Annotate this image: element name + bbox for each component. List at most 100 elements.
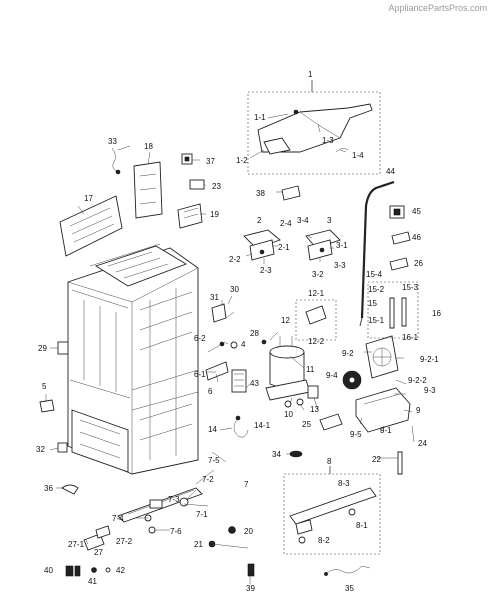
callout-31: 31 [210,293,219,302]
callout-13: 13 [310,405,319,414]
part-42 [105,567,111,573]
callout-15: 15 [368,299,377,308]
part-36 [61,484,79,495]
callout-9-2: 9-2 [342,349,354,358]
callout-7-6: 7-6 [170,527,182,536]
cabinet-body [67,243,199,475]
part-5 [39,399,55,413]
part-14 [233,415,249,438]
callout-34: 34 [272,450,281,459]
callout-8-1: 8-1 [356,521,368,530]
callout-1-1: 1-1 [254,113,266,122]
callout-3-2: 3-2 [312,270,324,279]
callout-40: 40 [44,566,53,575]
callout-38: 38 [256,189,265,198]
part-39 [247,563,255,577]
callout-6-1: 6-1 [194,370,206,379]
callout-labels: 1 1-1 1-2 1-3 1-4 2 2-1 2-2 2-3 2-4 3 3-… [36,70,441,593]
callout-15-2: 15-2 [368,285,385,294]
callout-8-2: 8-2 [318,536,330,545]
part-3 [305,229,341,261]
part-4 [230,341,238,349]
part-22 [397,451,403,475]
callout-6: 6 [208,387,213,396]
part-40 [65,565,81,577]
callout-9: 9 [416,406,421,415]
part-38 [281,185,301,201]
callout-27-2: 27-2 [116,537,133,546]
callout-5: 5 [42,382,47,391]
callout-16-1: 16-1 [402,333,419,342]
callout-23: 23 [212,182,221,191]
callout-12: 12 [281,316,290,325]
callout-1-4: 1-4 [352,151,364,160]
part-32 [57,442,68,453]
callout-27-1: 27-1 [68,540,85,549]
callout-20: 20 [244,527,253,536]
part-24 [411,425,415,443]
callout-35: 35 [345,584,354,593]
part-6 [205,341,229,381]
callout-29: 29 [38,344,47,353]
part-25 [319,413,343,431]
part-28 [261,339,267,345]
callout-3: 3 [327,216,332,225]
callout-24: 24 [418,439,427,448]
part-2 [243,229,281,261]
part-33 [111,147,121,175]
callout-15-4: 15-4 [366,270,383,279]
callout-7-4: 7-4 [112,514,124,523]
callout-9-2-2: 9-2-2 [408,376,427,385]
callout-33: 33 [108,137,117,146]
callout-22: 22 [372,455,381,464]
callout-36: 36 [44,484,53,493]
callout-7-3: 7-3 [168,495,180,504]
leader-lines [45,113,413,584]
part-35-harness [324,565,371,576]
assembly-1-box [247,80,381,175]
callout-11: 11 [306,365,315,374]
callout-14: 14 [208,425,217,434]
callout-30: 30 [230,285,239,294]
part-11-compressor [265,336,311,401]
callout-15-1: 15-1 [368,316,385,325]
callout-2-4: 2-4 [280,219,292,228]
callout-3-4: 3-4 [297,216,309,225]
part-19 [177,203,203,229]
callout-28: 28 [250,329,259,338]
callout-17: 17 [84,194,93,203]
callout-16: 16 [432,309,441,318]
part-37 [181,153,193,165]
callout-32: 32 [36,445,45,454]
callout-7-2: 7-2 [202,475,214,484]
watermark: AppliancePartsPros.com [388,3,487,13]
callout-2: 2 [257,216,262,225]
callout-18: 18 [144,142,153,151]
callout-15-3: 15-3 [402,283,419,292]
part-26 [389,257,409,271]
callout-8-3: 8-3 [338,479,350,488]
callout-9-3: 9-3 [424,386,436,395]
callout-26: 26 [414,259,423,268]
callout-7-1: 7-1 [196,510,208,519]
callout-9-1: 9-1 [380,426,392,435]
callout-9-4: 9-4 [326,371,338,380]
part-44-tube [359,180,395,327]
callout-41: 41 [88,577,97,586]
box-16 [367,281,419,339]
callout-2-1: 2-1 [278,243,290,252]
part-41 [91,567,97,573]
assembly-8-box [283,466,381,555]
callout-1-3: 1-3 [322,136,334,145]
part-23 [189,179,205,190]
callout-25: 25 [302,420,311,429]
callout-2-2: 2-2 [229,255,241,264]
callout-44: 44 [386,167,395,176]
callout-21: 21 [194,540,203,549]
callout-27: 27 [94,548,103,557]
callout-14-1: 14-1 [254,421,271,430]
callout-1: 1 [308,70,313,79]
callout-6-2: 6-2 [194,334,206,343]
part-34 [289,450,303,458]
